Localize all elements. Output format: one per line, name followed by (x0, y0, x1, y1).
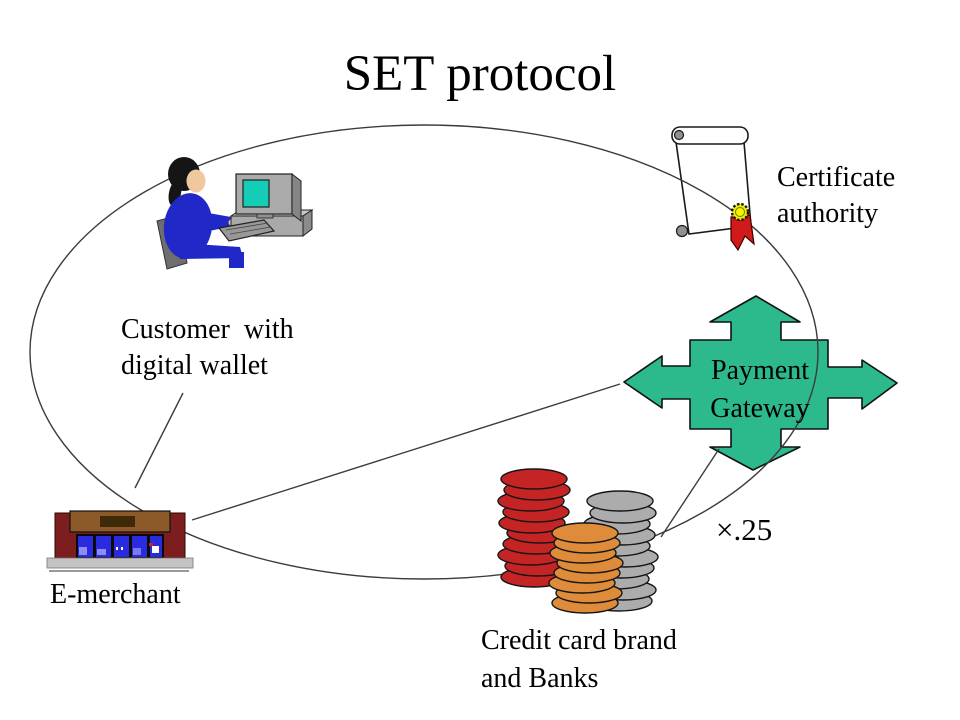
connector-gateway-banks (660, 448, 720, 538)
coin-stack-orange (548, 522, 624, 614)
payment-gateway-arrows (623, 295, 898, 471)
payment-gateway-label: Payment Gateway (640, 352, 880, 428)
customer-label-line1: Customer with (121, 314, 294, 345)
screen (242, 179, 270, 208)
face (186, 169, 206, 193)
connector-merchant-gateway (191, 383, 621, 521)
customer-label-line2: digital wallet (121, 350, 268, 381)
desktop-computer-icon (217, 172, 314, 242)
certificate-label-line1: Certificate (777, 162, 896, 193)
payment-gateway-label-line2: Gateway (710, 393, 810, 424)
certificate-authority-label: Certificate authority (777, 160, 895, 232)
scroll-curl-bottom (675, 224, 689, 238)
credit-label-line1: Credit card brand (481, 625, 677, 656)
customer-computer-icon (156, 157, 314, 270)
certificate-seal-icon (730, 202, 755, 252)
certificate-label-line2: authority (777, 198, 879, 229)
page-title: SET protocol (343, 46, 617, 102)
credit-label-line2: and Banks (481, 663, 599, 694)
connector-customer-merchant (134, 392, 184, 489)
coin-stacks-icon (497, 468, 659, 614)
merchant-building-icon (46, 510, 194, 572)
fee-multiplier-label: ×.25 (716, 512, 773, 547)
keyboard-icon (217, 219, 276, 242)
ribbon-icon (730, 214, 755, 252)
trust-ellipse (29, 124, 819, 580)
e-merchant-label: E-merchant (50, 579, 181, 610)
credit-card-banks-label: Credit card brand and Banks (481, 622, 677, 698)
person-icon (163, 157, 244, 268)
customer-label: Customer with digital wallet (121, 312, 294, 384)
sidewalk (46, 557, 194, 569)
payment-gateway-label-line1: Payment (711, 355, 809, 386)
store-sign (100, 516, 135, 527)
scroll-curl-top (673, 129, 685, 141)
